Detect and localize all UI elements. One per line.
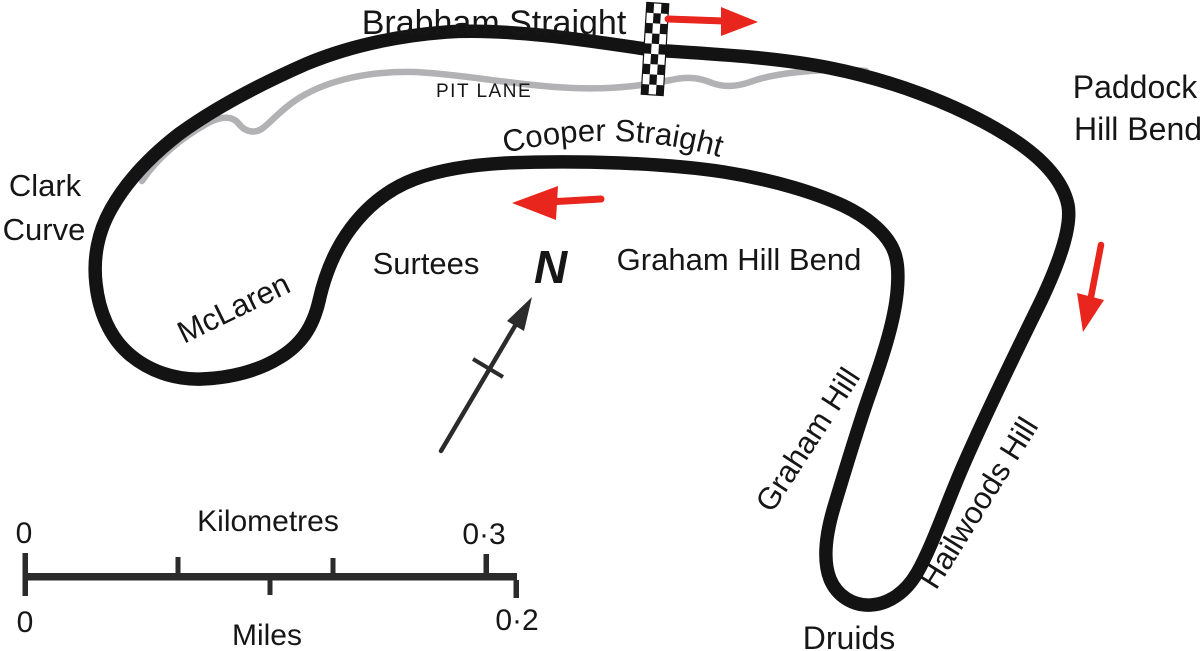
direction-arrow-start-finish-icon — [664, 7, 758, 36]
scale-mi-end: 0·2 — [495, 604, 538, 637]
scale-bar: 0 Kilometres 0·3 0 Miles 0·2 — [16, 505, 539, 651]
direction-arrow-paddock-icon — [1077, 241, 1105, 332]
label-brabham-straight: Brabham Straight — [362, 4, 627, 42]
label-surtees: Surtees — [373, 246, 480, 281]
direction-arrow-cooper-icon — [512, 186, 605, 220]
label-paddock-hill-bend-line2: Hill Bend — [1074, 111, 1200, 147]
label-druids: Druids — [803, 620, 895, 651]
scale-bar-line — [23, 573, 517, 581]
scale-bar-tick-km-end — [483, 554, 489, 574]
scale-bar-tick-mi-01 — [267, 580, 273, 595]
pit-lane-path — [138, 66, 870, 185]
scale-bar-tick-km-02 — [330, 558, 336, 574]
checkered-flag-icon — [640, 1, 670, 97]
scale-mi-start: 0 — [17, 606, 34, 639]
scale-bar-tick-left — [22, 553, 28, 596]
track-outline — [88, 24, 1076, 612]
label-pit-lane: PIT LANE — [436, 81, 532, 102]
label-clark-curve-line1: Clark — [9, 168, 82, 203]
label-paddock-hill-bend-line1: Paddock — [1073, 69, 1199, 105]
label-graham-hill-bend: Graham Hill Bend — [617, 242, 862, 277]
label-clark-curve-line2: Curve — [3, 212, 86, 247]
scale-km-start: 0 — [16, 517, 33, 550]
scale-km-end: 0·3 — [462, 518, 505, 551]
scale-bar-tick-mi-end — [513, 580, 519, 598]
north-arrow-icon — [438, 297, 532, 454]
north-label: N — [534, 241, 568, 293]
scale-km-label: Kilometres — [197, 505, 339, 538]
scale-bar-tick-km-01 — [175, 557, 181, 574]
scale-mi-label: Miles — [232, 619, 302, 651]
label-mclaren: McLaren — [172, 266, 296, 350]
